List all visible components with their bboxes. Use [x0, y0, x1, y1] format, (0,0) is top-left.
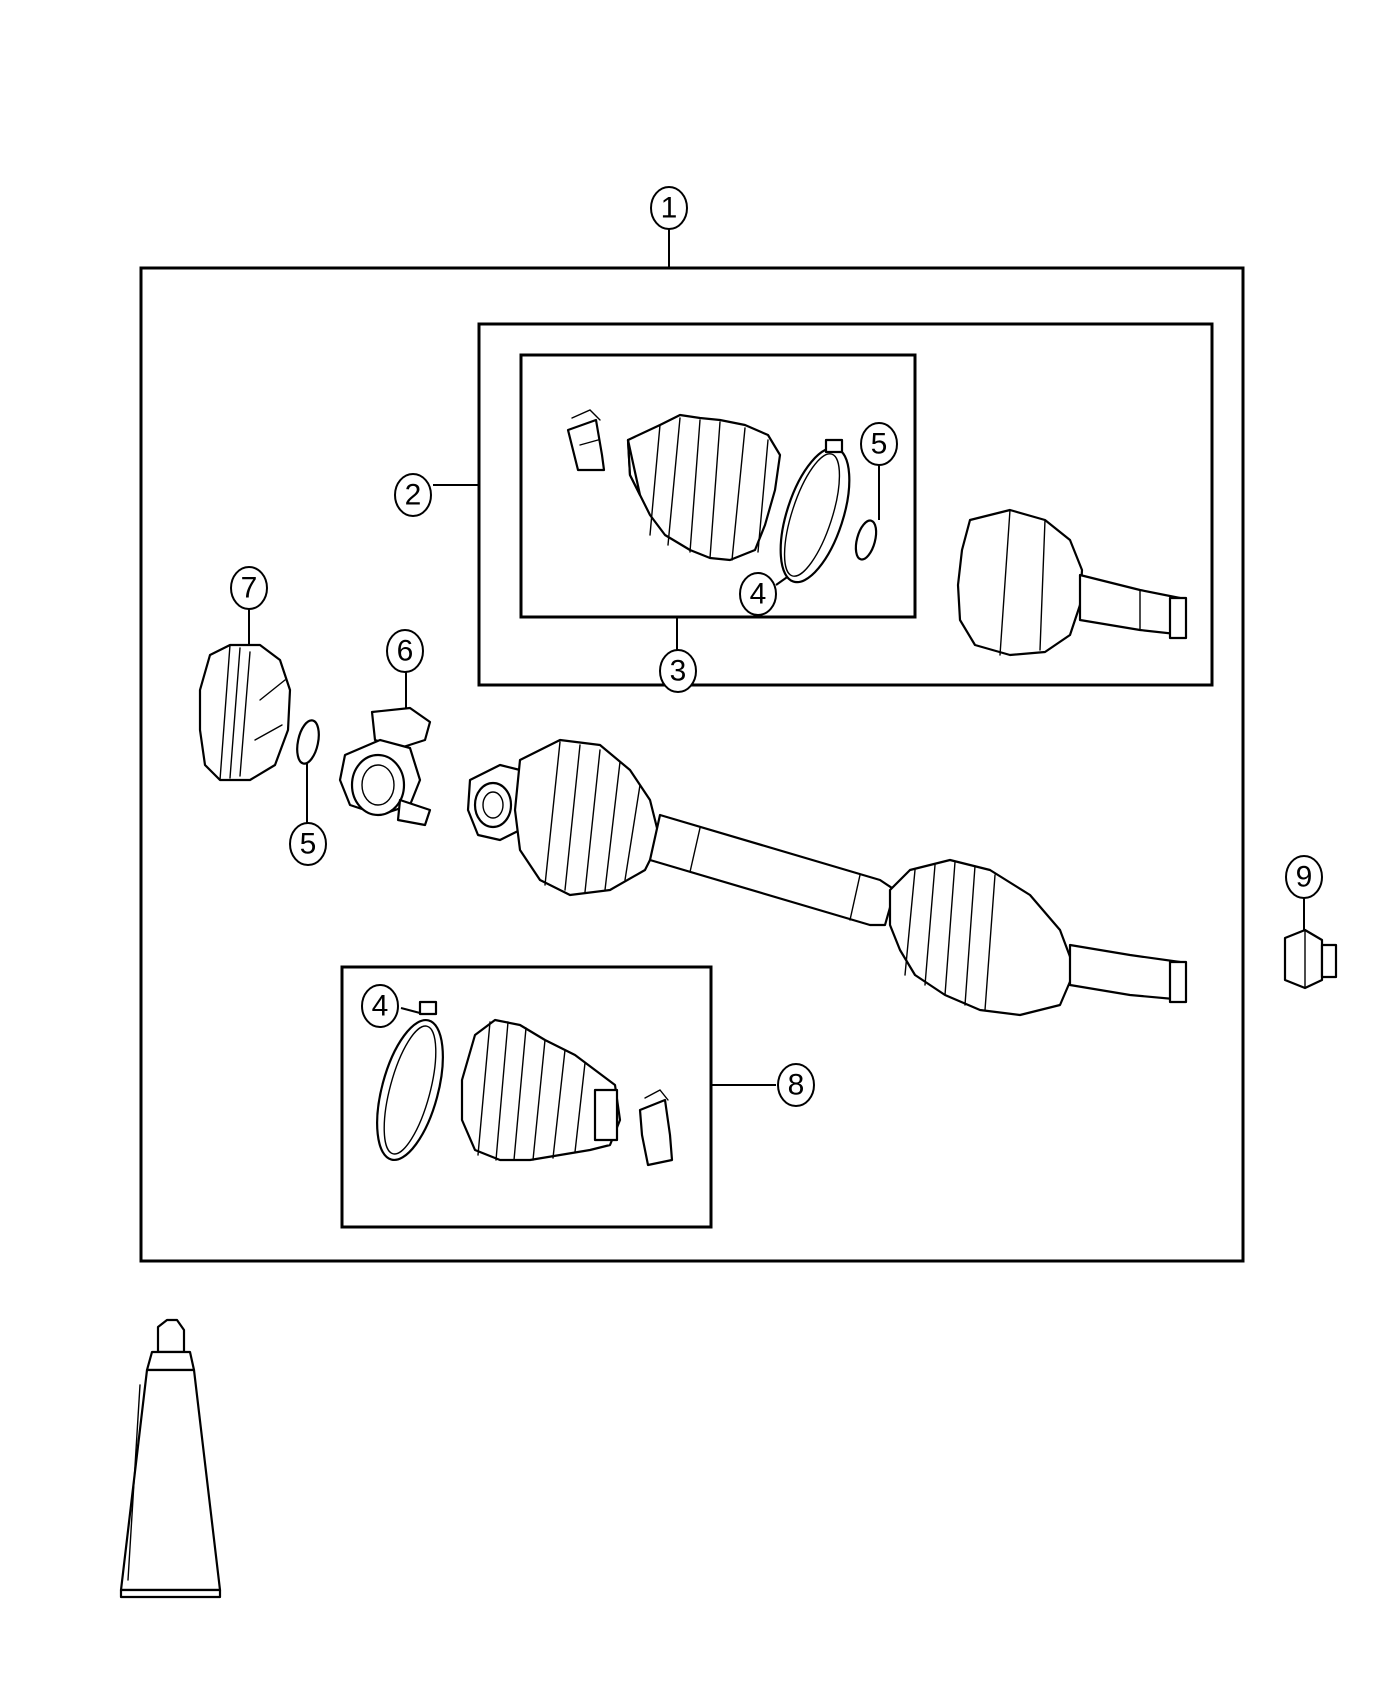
- axle-assembly-frame: [139, 266, 1245, 1263]
- outer-cv-joint-icon: [956, 508, 1188, 657]
- callout-5-upper-label: 5: [871, 428, 888, 461]
- callout-7-label: 7: [241, 572, 258, 605]
- callout-3: 3: [659, 649, 697, 693]
- large-clamp-lower-icon: [376, 1018, 444, 1162]
- axle-shaft-icon: [466, 738, 1188, 1017]
- outer-cv-boot-upper-icon: [626, 413, 782, 562]
- callout-4-lower-label: 4: [372, 990, 389, 1023]
- large-clamp-upper-icon: [779, 446, 851, 584]
- callout-1: 1: [650, 186, 688, 230]
- callout-6: 6: [386, 629, 424, 673]
- callout-5-upper: 5: [860, 422, 898, 466]
- callout-9: 9: [1285, 855, 1323, 899]
- tripod-joint-icon: [338, 706, 432, 827]
- callout-4-upper-label: 4: [750, 578, 767, 611]
- leader-4-lower: [400, 1007, 421, 1014]
- grease-tube-icon: [119, 1318, 222, 1599]
- callout-2-label: 2: [405, 479, 422, 512]
- inner-boot-kit-frame: [340, 965, 713, 1229]
- callout-6-label: 6: [397, 635, 414, 668]
- small-clamp-upper-icon: [566, 409, 606, 472]
- callout-5-left-label: 5: [300, 828, 317, 861]
- tripod-housing-icon: [198, 643, 292, 782]
- callout-7: 7: [230, 566, 268, 610]
- callout-4-upper: 4: [739, 572, 777, 616]
- callout-2: 2: [394, 473, 432, 517]
- hex-nut-icon: [1283, 928, 1338, 990]
- inner-cv-boot-lower-icon: [460, 1018, 622, 1162]
- callout-3-label: 3: [670, 655, 687, 688]
- snap-ring-left-icon: [296, 719, 320, 765]
- callout-8: 8: [777, 1063, 815, 1107]
- outer-boot-kit-frame: [519, 353, 917, 619]
- callout-8-label: 8: [788, 1069, 805, 1102]
- outer-joint-kit-frame: [477, 322, 1214, 687]
- callout-9-label: 9: [1296, 861, 1313, 894]
- small-clamp-lower-icon: [638, 1089, 674, 1167]
- callout-1-label: 1: [661, 192, 678, 225]
- callout-5-left: 5: [289, 822, 327, 866]
- callout-4-lower: 4: [361, 984, 399, 1028]
- snap-ring-upper-icon: [854, 519, 878, 561]
